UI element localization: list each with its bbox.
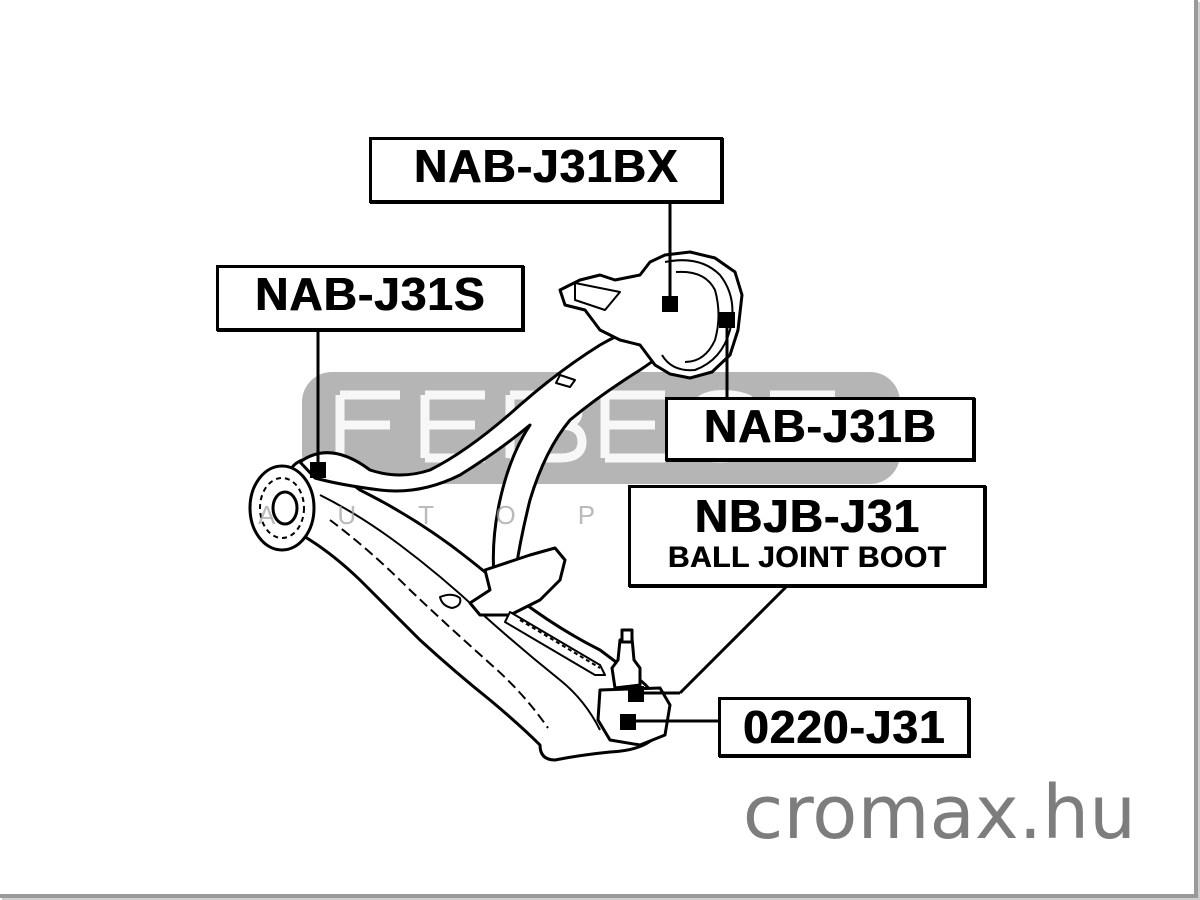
arm-rib-lower xyxy=(329,519,549,729)
leader-markers xyxy=(310,296,735,730)
marker-nab-j31bx xyxy=(662,296,678,312)
leader-nbjb-j31-diag xyxy=(678,581,792,695)
site-watermark-text: cromax.hu xyxy=(742,770,1136,856)
marker-nab-j31s xyxy=(310,462,326,478)
part-number: NAB-J31B xyxy=(703,400,937,452)
tie-rod xyxy=(504,611,606,676)
callout-nab-j31b: NAB-J31B xyxy=(665,397,975,461)
arm-hole xyxy=(555,374,576,388)
ball-joint-tip xyxy=(620,628,634,644)
part-number: NAB-J31BX xyxy=(413,140,679,192)
callout-nbjb-j31: NBJB-J31 BALL JOINT BOOT xyxy=(628,485,986,587)
mid-bracket xyxy=(468,546,567,617)
callout-0220-j31: 0220-J31 xyxy=(718,697,970,757)
part-description: BALL JOINT BOOT xyxy=(667,541,947,574)
bushing-outline xyxy=(661,259,734,372)
callout-nab-j31bx: NAB-J31BX xyxy=(369,137,723,203)
front-bushing-core xyxy=(271,490,299,526)
ball-joint-stud xyxy=(610,636,642,690)
leader-lines xyxy=(316,197,792,723)
tie-rod-thread xyxy=(519,619,601,669)
lower-control-arm xyxy=(248,250,744,762)
callout-nab-j31s: NAB-J31S xyxy=(216,265,524,331)
marker-nab-j31b xyxy=(719,312,735,328)
arm-rear-link xyxy=(298,318,692,587)
part-number: 0220-J31 xyxy=(742,701,946,753)
upper-bracket xyxy=(558,250,744,380)
bracket-tab xyxy=(574,282,621,311)
bushing-inner xyxy=(675,270,720,363)
marker-nbjb-j31 xyxy=(628,686,644,702)
mid-hole xyxy=(439,593,462,609)
part-number: NAB-J31S xyxy=(254,268,486,320)
part-number: NBJB-J31 xyxy=(694,490,920,542)
marker-0220-j31 xyxy=(620,714,636,730)
